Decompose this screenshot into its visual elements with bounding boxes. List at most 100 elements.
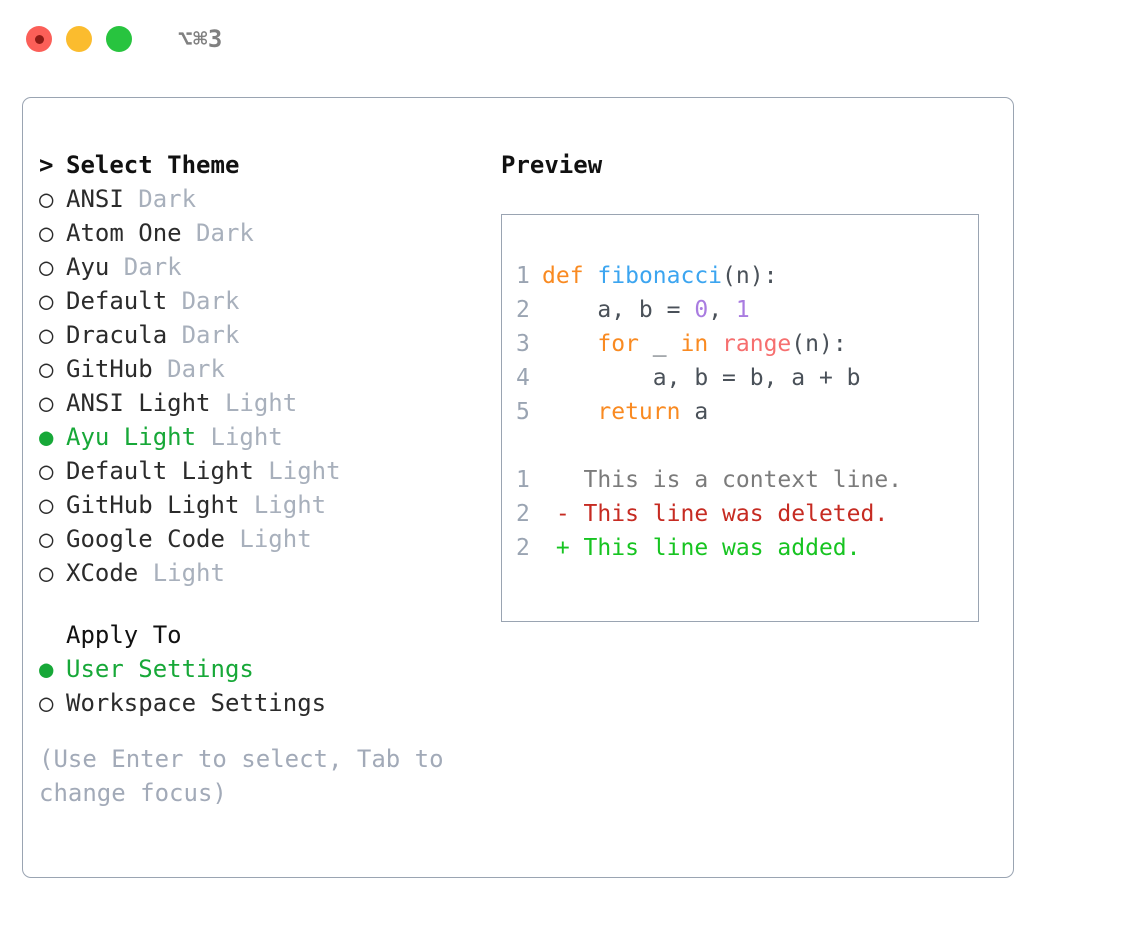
theme-option-dracula[interactable]: ○Dracula Dark [39,318,485,352]
option-variant-badge: Light [253,457,341,485]
option-label: Default [66,287,168,315]
theme-option-ayu-light[interactable]: ● Ayu Light Light [39,420,485,454]
theme-option-default-light[interactable]: ○ Default Light Light [39,454,485,488]
focus-marker-icon: > [39,151,54,179]
option-label: ANSI Light [66,389,211,417]
line-number: 2 [516,501,530,527]
hint-spacer [39,720,485,742]
option-variant-badge: Dark [167,287,240,315]
option-variant-badge: Light [210,389,298,417]
diff-line-add: 2 + This line was added. [516,531,978,565]
radio-unselected-icon: ○ [39,253,54,281]
radio-selected-icon: ● [39,423,54,451]
apply-to-options-list: ● User Settings ○ Workspace Settings [39,652,485,720]
line-number: 2 [516,535,530,561]
code-token: a, b = [542,297,695,323]
diff-line-text: This is a context line. [542,467,903,493]
option-label: ANSI [66,185,124,213]
diff-sample: 1 This is a context line.2 - This line w… [516,463,978,565]
code-token: 0 [694,297,709,323]
radio-unselected-icon: ○ [39,321,54,349]
radio-unselected-icon: ○ [39,689,54,717]
code-token [542,399,597,425]
title-bar: ⌥⌘3 [0,0,1140,78]
zoom-button[interactable] [106,26,132,52]
close-button[interactable] [26,26,52,52]
radio-selected-icon: ● [39,655,54,683]
option-variant-badge: Dark [152,355,225,383]
radio-unselected-icon: ○ [39,389,54,417]
theme-option-github-light[interactable]: ○GitHub Light Light [39,488,485,522]
code-token [708,331,722,357]
code-line: 4 a, b = b, a + b [516,361,978,395]
theme-list-column: >Select Theme ○ANSI Dark○Atom One Dark○A… [23,98,485,877]
code-token [584,263,598,289]
option-label: Ayu [66,253,110,281]
radio-unselected-icon: ○ [39,185,54,213]
line-number: 3 [516,331,530,357]
radio-unselected-icon: ○ [39,525,54,553]
option-variant-badge: Light [224,525,312,553]
line-number: 1 [516,467,530,493]
code-line: 3 for _ in range(n): [516,327,978,361]
option-variant-badge: Dark [167,321,240,349]
theme-option-ansi-light[interactable]: ○ ANSI Light Light [39,386,485,420]
apply-option-workspace-settings[interactable]: ○ Workspace Settings [39,686,485,720]
option-label: Ayu Light [66,423,197,451]
apply-option-user-settings[interactable]: ● User Settings [39,652,485,686]
code-token: (n): [791,331,847,357]
radio-unselected-icon: ○ [39,457,54,485]
code-token: (n): [722,263,778,289]
radio-unselected-icon: ○ [39,559,54,587]
apply-to-heading-label: Apply To [66,621,182,649]
section-spacer [39,590,485,618]
keyboard-hint-text: (Use Enter to select, Tab to change focu… [39,745,459,807]
theme-option-google-code[interactable]: ○ Google Code Light [39,522,485,556]
code-diff-spacer [516,429,978,463]
option-label: Google Code [66,525,225,553]
code-token: return [597,399,681,425]
option-label: GitHub [66,355,153,383]
panel-columns: >Select Theme ○ANSI Dark○Atom One Dark○A… [23,98,1013,877]
theme-option-ayu[interactable]: ○ Ayu Dark [39,250,485,284]
theme-option-xcode[interactable]: ○XCode Light [39,556,485,590]
theme-options-list: ○ANSI Dark○Atom One Dark○Ayu Dark○Defaul… [39,182,485,590]
minimize-button[interactable] [66,26,92,52]
theme-option-atom-one[interactable]: ○Atom One Dark [39,216,485,250]
preview-title: Preview [501,151,603,179]
option-label: GitHub Light [66,491,240,519]
option-label: User Settings [66,655,254,683]
window-controls [26,26,132,52]
code-token [542,331,597,357]
theme-option-ansi[interactable]: ○ ANSI Dark [39,182,485,216]
option-variant-badge: Light [239,491,327,519]
option-variant-badge: Light [196,423,283,451]
diff-line-text: + This line was added. [542,535,861,561]
diff-line-ctx: 1 This is a context line. [516,463,978,497]
option-variant-badge: Dark [109,253,182,281]
radio-unselected-icon: ○ [39,287,54,315]
line-number: 2 [516,297,530,323]
option-label: Workspace Settings [66,689,327,717]
code-token: _ [638,331,681,357]
theme-option-default[interactable]: ○ Default Dark [39,284,485,318]
main-panel: >Select Theme ○ANSI Dark○Atom One Dark○A… [22,97,1014,878]
radio-unselected-icon: ○ [39,219,54,247]
line-number: 4 [516,365,530,391]
option-variant-badge: Dark [123,185,197,213]
code-token: for [597,331,639,357]
keyboard-shortcut-label: ⌥⌘3 [178,25,223,53]
code-token: def [542,263,584,289]
option-label: XCode [66,559,139,587]
select-theme-heading: > Select Theme [39,148,485,182]
select-theme-heading-label: Select Theme [66,151,240,179]
option-label: Default Light [66,457,254,485]
option-variant-badge: Dark [181,219,254,247]
theme-option-github[interactable]: ○GitHub Dark [39,352,485,386]
code-token: 1 [735,297,750,323]
